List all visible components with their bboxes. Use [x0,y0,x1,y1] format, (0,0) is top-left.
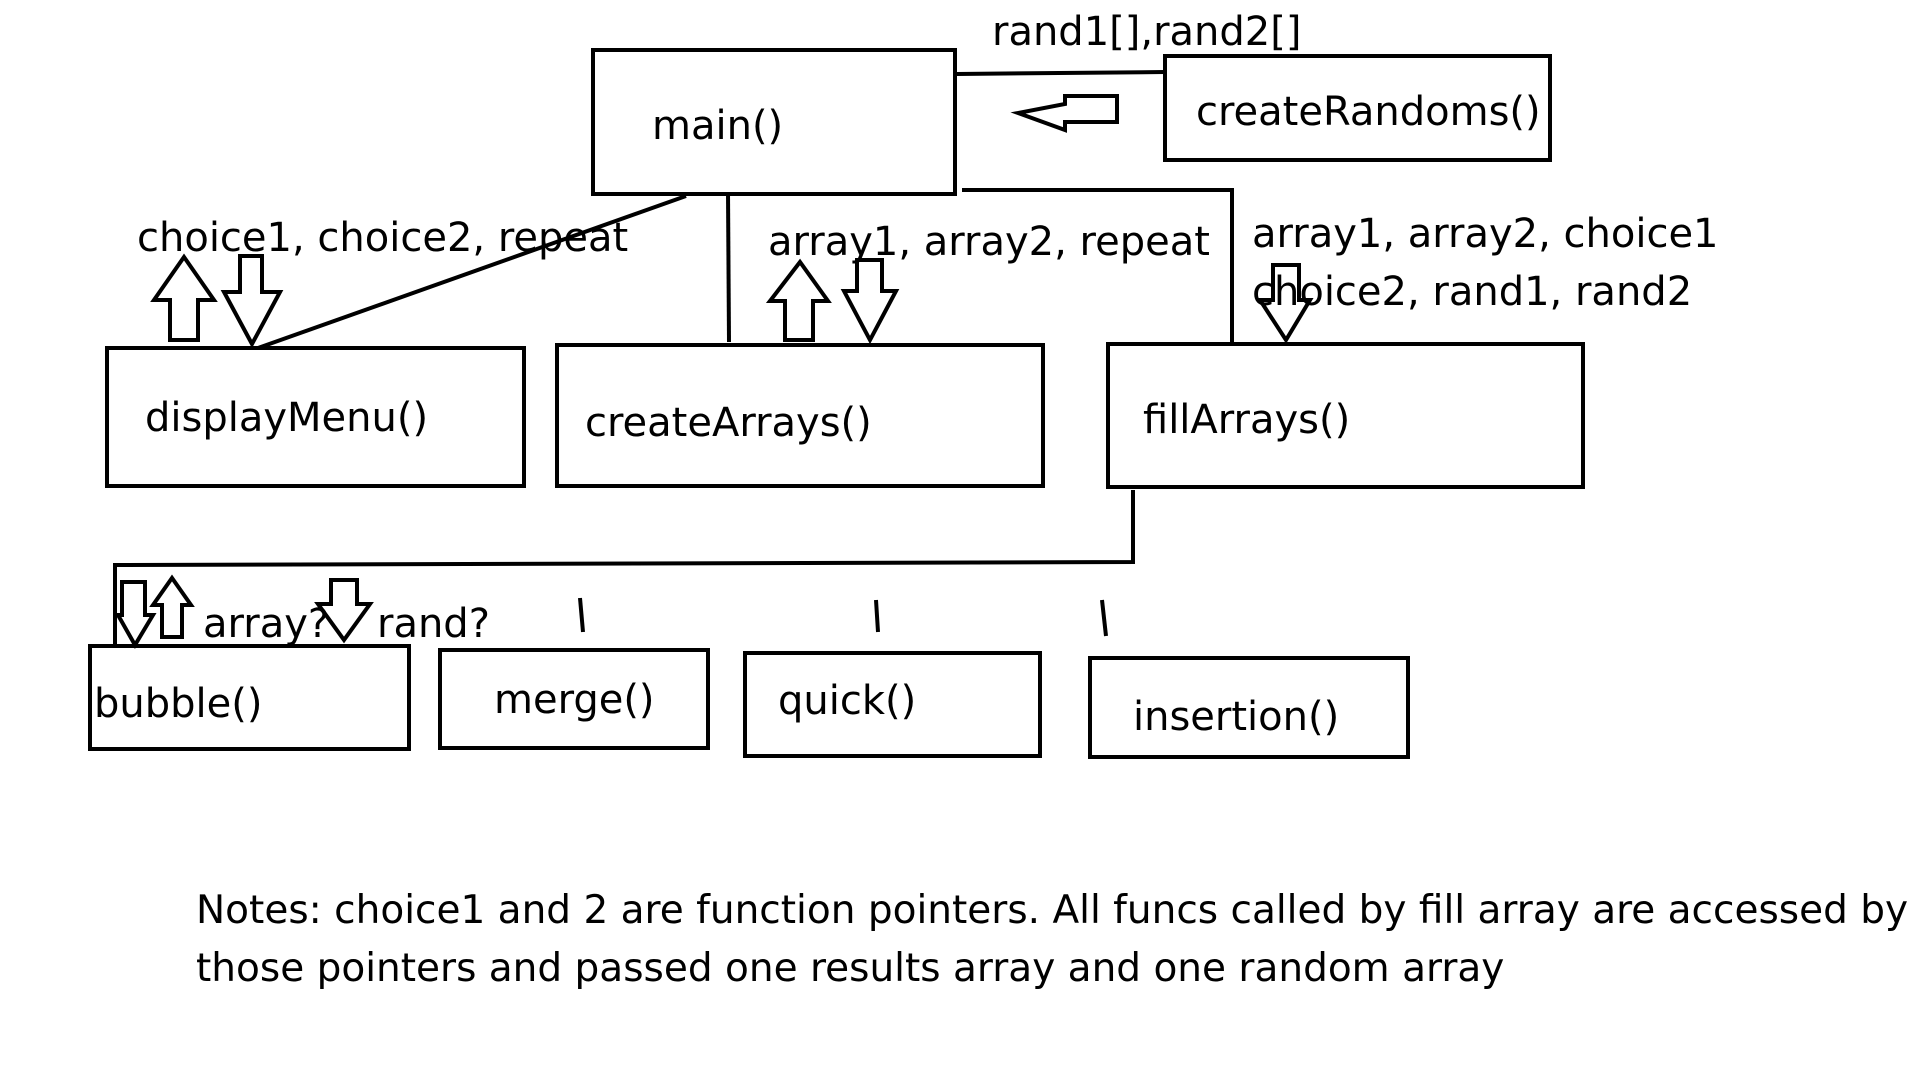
create-arrays-up-arrow [765,258,832,342]
quick-tick [874,599,880,633]
bubble-box [88,644,411,751]
notes-line-2: those pointers and passed one results ar… [196,946,1505,991]
merge-tick [578,597,585,633]
bubble-label: bubble() [94,681,263,727]
create-arrays-down-arrow [840,258,900,345]
fill-arrays-label: fillArrays() [1143,397,1351,443]
merge-label: merge() [494,677,655,723]
fill-arrays-edge-label-2: choice2, rand1, rand2 [1252,269,1693,315]
main-label: main() [652,103,784,149]
fill-arrays-down-arrow [1256,263,1314,344]
notes-text: Notes: choice1 and 2 are function pointe… [196,882,1908,998]
create-arrays-edge-label: array1, array2, repeat [768,219,1210,265]
display-menu-label: displayMenu() [145,395,429,441]
display-menu-box [105,346,526,488]
bubble-rand-label: rand? [377,601,490,647]
main-to-create-arrays-line [726,191,731,343]
main-to-display-menu-line [257,194,687,350]
randoms-return-arrow [1010,94,1119,133]
fill-arrays-to-sorts-line [113,490,1135,645]
bubble-up-arrow [149,574,195,639]
merge-box [438,648,710,750]
insertion-label: insertion() [1133,694,1340,740]
create-arrays-label: createArrays() [585,400,872,446]
bubble-array-label: array? [203,601,330,647]
main-to-randoms-line [956,70,1166,76]
fill-arrays-edge-label-1: array1, array2, choice1 [1252,211,1719,257]
quick-label: quick() [778,678,917,724]
create-randoms-label: createRandoms() [1196,89,1541,135]
create-arrays-box [555,343,1045,488]
display-menu-up-arrow [150,253,218,342]
fill-arrays-box [1106,342,1585,489]
create-randoms-box [1163,54,1552,162]
display-menu-edge-label: choice1, choice2, repeat [137,215,629,261]
bubble-down-arrow [114,580,157,649]
quick-box [743,651,1042,758]
insertion-tick [1100,599,1108,637]
main-to-fill-arrays-line [962,188,1234,343]
rand-down-arrow [314,578,374,644]
insertion-box [1088,656,1410,759]
notes-line-1: Notes: choice1 and 2 are function pointe… [196,888,1909,933]
display-menu-down-arrow [220,254,284,349]
main-box [591,48,957,196]
randoms-edge-label: rand1[],rand2[] [992,9,1302,55]
